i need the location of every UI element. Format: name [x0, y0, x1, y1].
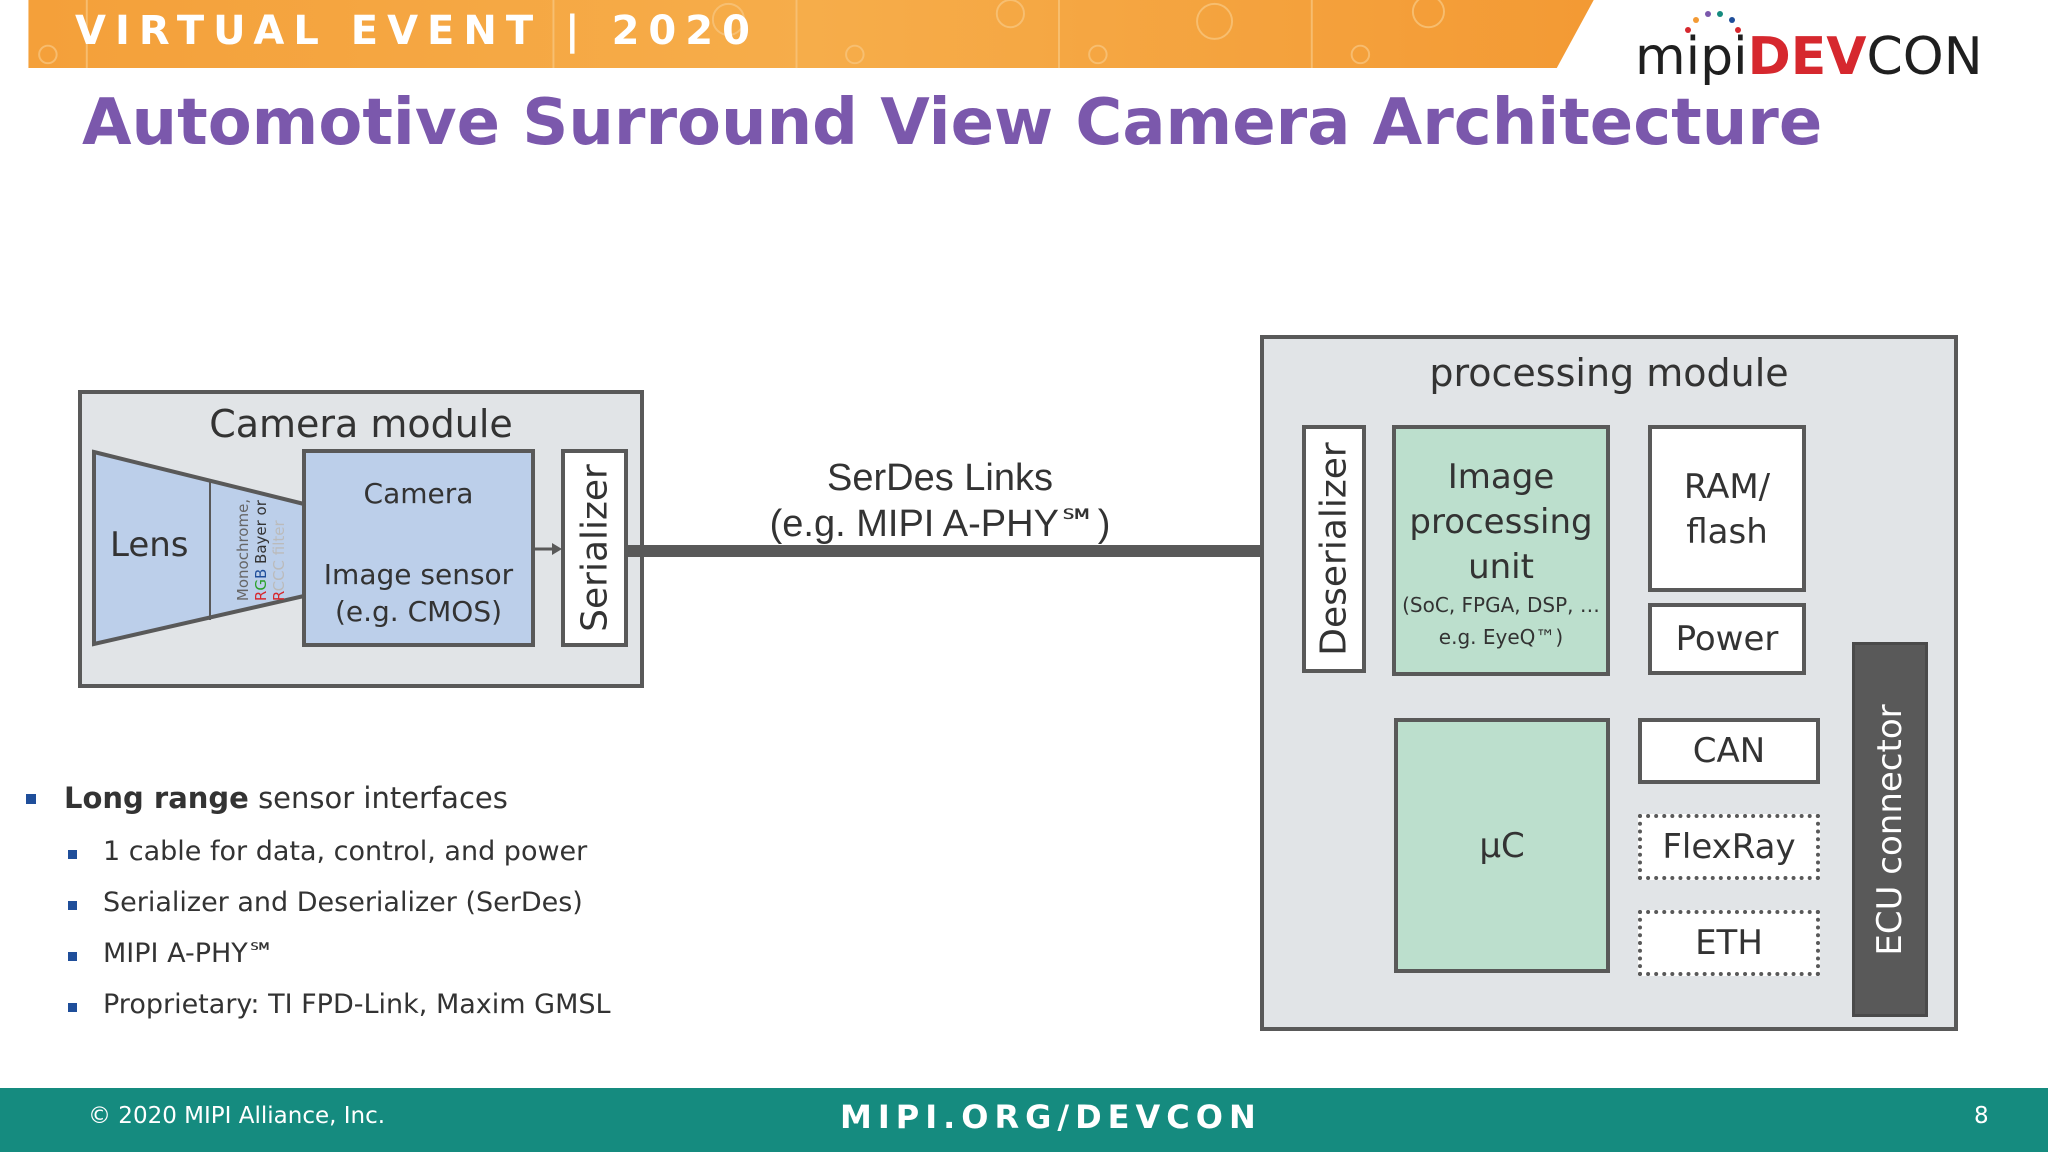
- image-processing-unit: Image processing unit (SoC, FPGA, DSP, ……: [1392, 425, 1610, 676]
- sub-bullet-marker: [68, 1003, 77, 1012]
- can-block: CAN: [1638, 718, 1820, 784]
- footer-url[interactable]: MIPI.ORG/DEVCON: [840, 1098, 1262, 1136]
- bullet-main: Long range sensor interfaces: [64, 781, 508, 815]
- bullet-main-bold: Long range: [64, 781, 249, 815]
- logo-dots-icon: [1685, 11, 1741, 33]
- sub-bullet-4: Proprietary: TI FPD-Link, Maxim GMSL: [103, 989, 611, 1020]
- ipu-sub1: (SoC, FPGA, DSP, …: [1402, 593, 1600, 617]
- serdes-link-label: SerDes Links (e.g. MIPI A-PHY℠): [740, 455, 1140, 547]
- sub-bullet-marker: [68, 901, 77, 910]
- ipu-title: Image processing unit: [1396, 455, 1606, 590]
- deserializer-block: Deserializer: [1302, 425, 1366, 673]
- uc-label: µC: [1479, 825, 1525, 866]
- deserializer-label: Deserializer: [1313, 442, 1355, 656]
- ecu-label: ECU connector: [1870, 703, 1910, 956]
- power-label: Power: [1675, 619, 1779, 659]
- ram-label: RAM/ flash: [1652, 465, 1802, 555]
- event-banner: [28, 0, 1594, 69]
- ecu-connector: ECU connector: [1852, 642, 1928, 1017]
- flexray-block: FlexRay: [1638, 814, 1820, 880]
- serdes-line2: (e.g. MIPI A-PHY℠): [769, 503, 1111, 545]
- logo-con: CON: [1866, 27, 1983, 87]
- ipu-sub2: e.g. EyeQ™): [1438, 625, 1564, 649]
- serializer-block: Serializer: [561, 449, 628, 647]
- camera-image-sensor: Camera Image sensor (e.g. CMOS): [302, 449, 535, 647]
- sensor-line2: (e.g. CMOS): [334, 595, 503, 628]
- ram-flash-block: RAM/ flash: [1648, 425, 1806, 592]
- eth-label: ETH: [1695, 923, 1763, 963]
- sensor-title: Camera: [363, 477, 474, 510]
- sub-bullet-marker: [68, 952, 77, 961]
- camera-module-label: Camera module: [209, 402, 513, 446]
- logo-mipi: mipi: [1635, 27, 1748, 87]
- ipu-subtitle: (SoC, FPGA, DSP, … e.g. EyeQ™): [1396, 589, 1606, 653]
- ram-line2: flash: [1686, 512, 1768, 552]
- event-banner-text: VIRTUAL EVENT | 2020: [75, 8, 759, 54]
- can-label: CAN: [1692, 731, 1766, 771]
- processing-module-label: processing module: [1429, 351, 1789, 395]
- footer-bar: [0, 1088, 2048, 1152]
- ipu-line3: unit: [1468, 547, 1534, 587]
- logo-dev: DEV: [1747, 27, 1867, 87]
- ram-line1: RAM/: [1683, 467, 1771, 507]
- page-number: 8: [1974, 1103, 1989, 1129]
- bullet-marker: [26, 794, 36, 804]
- serdes-line1: SerDes Links: [827, 457, 1053, 499]
- sub-bullet-1: 1 cable for data, control, and power: [103, 836, 588, 867]
- sub-bullet-2: Serializer and Deserializer (SerDes): [103, 887, 583, 918]
- copyright-text: © 2020 MIPI Alliance, Inc.: [88, 1103, 386, 1129]
- power-block: Power: [1648, 603, 1806, 675]
- slide-title: Automotive Surround View Camera Architec…: [82, 86, 1823, 160]
- ipu-line1: Image: [1447, 457, 1555, 497]
- flexray-label: FlexRay: [1662, 827, 1796, 867]
- microcontroller-block: µC: [1394, 718, 1610, 973]
- sub-bullet-3: MIPI A-PHY℠: [103, 938, 276, 969]
- mipi-devcon-logo: mipiDEVCON: [1635, 22, 1983, 92]
- lens-label: Lens: [110, 525, 189, 565]
- ipu-line2: processing: [1409, 502, 1593, 542]
- sensor-line1: Image sensor: [323, 558, 514, 591]
- eth-block: ETH: [1638, 910, 1820, 976]
- bullet-main-rest: sensor interfaces: [248, 781, 508, 815]
- sub-bullet-marker: [68, 850, 77, 859]
